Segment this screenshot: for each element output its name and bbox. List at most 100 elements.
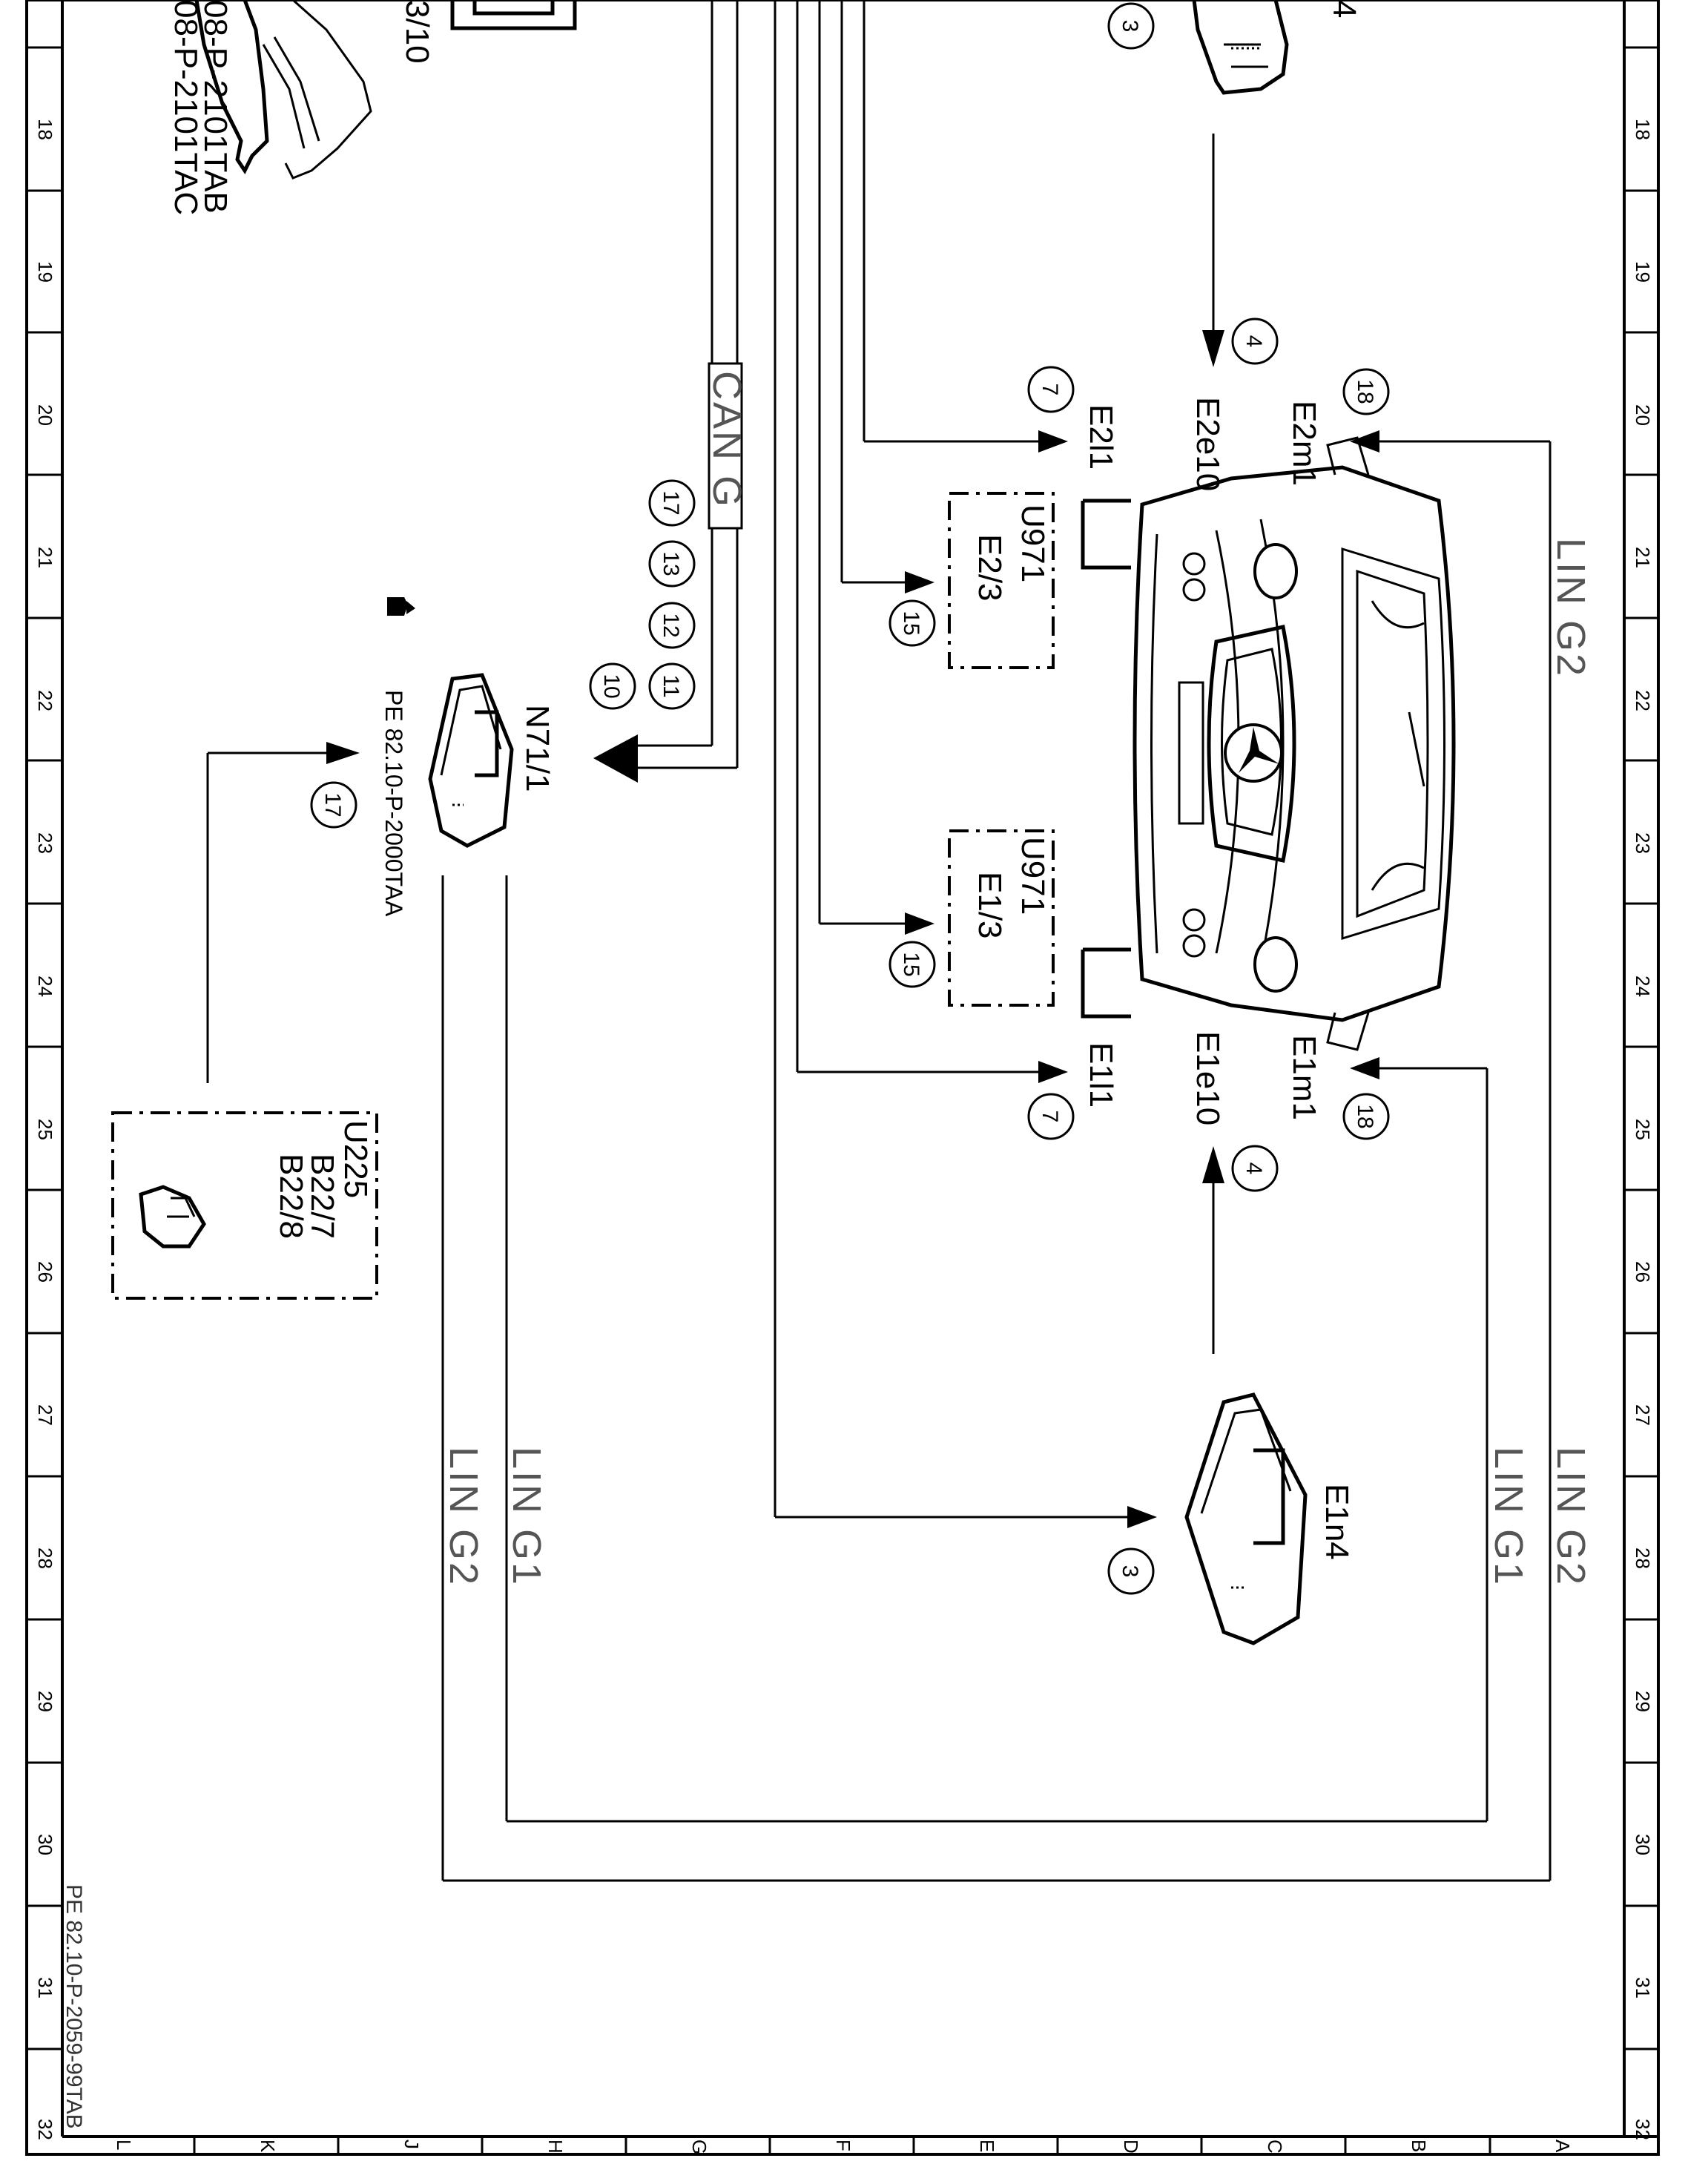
callout-18-top: 18 — [1342, 368, 1390, 415]
svg-text:4: 4 — [1242, 335, 1266, 348]
row-label: 30 — [34, 1834, 56, 1855]
column-label: G — [688, 2139, 711, 2154]
svg-text:7: 7 — [1038, 384, 1062, 396]
row-label: 27 — [1632, 1404, 1654, 1426]
lin-g1-right-label: LIN G1 — [1486, 1447, 1531, 1587]
callout-18-bottom: 18 — [1342, 1093, 1390, 1140]
u971-e2-3-group: U971 E2/3 — [948, 492, 1055, 669]
row-label: 29 — [34, 1691, 56, 1712]
row-label: 28 — [1632, 1547, 1654, 1569]
e2-3-label: E2/3 — [972, 534, 1008, 602]
row-label: 20 — [34, 404, 56, 426]
row-label: 30 — [1632, 1834, 1654, 1855]
row-label: 27 — [34, 1404, 56, 1426]
column-label: H — [544, 2139, 567, 2154]
lin-g2-right-label: LIN G2 — [1549, 538, 1593, 678]
e2e10-arrow — [1202, 134, 1224, 367]
svg-text:4: 4 — [1242, 1162, 1266, 1175]
row-label: 32 — [34, 2119, 56, 2140]
u225-label: U225 — [337, 1120, 374, 1198]
row-label: 23 — [1632, 832, 1654, 854]
svg-text:10: 10 — [599, 674, 624, 698]
row-label: 22 — [34, 690, 56, 711]
lin-g1-left-label: LIN G1 — [504, 1447, 549, 1587]
signal-lines — [774, 0, 1157, 1528]
column-label: J — [400, 2139, 423, 2149]
vehicle-front-view — [1081, 436, 1456, 1051]
row-label: 21 — [34, 547, 56, 568]
callout-12: 12 — [648, 602, 696, 649]
hand-pointer-icon — [387, 597, 415, 616]
callout-7-top: 7 — [1027, 366, 1075, 413]
column-label: A — [1552, 2139, 1574, 2153]
svg-text:15: 15 — [899, 952, 923, 976]
e2n4-label: 4 — [1326, 0, 1362, 18]
document-reference: PE 82.10-P-2059-99TAB — [62, 1884, 86, 2129]
callout-3-top: 3 — [1107, 2, 1155, 50]
callout-7-bottom: 7 — [1027, 1093, 1075, 1140]
svg-text:3: 3 — [1118, 20, 1142, 33]
e1e10-label: E1e10 — [1190, 1031, 1226, 1125]
callout-17-u225: 17 — [310, 781, 357, 829]
n71-1-reference: PE 82.10-P-2000TAA — [380, 690, 407, 917]
callout-15-bottom: 15 — [888, 941, 936, 988]
svg-text:12: 12 — [659, 613, 683, 637]
e1-3-label: E1/3 — [972, 872, 1008, 939]
callout-13: 13 — [648, 540, 696, 588]
lin-buses: LIN G2 LIN G1 LIN G2 LIN G1 LIN G2 — [441, 430, 1593, 1882]
module-code-3: 3/10 — [399, 0, 435, 64]
row-label: 25 — [34, 1119, 56, 1140]
row-label: 19 — [34, 261, 56, 283]
n71-1-label: N71/1 — [519, 705, 555, 792]
row-label: 19 — [1632, 261, 1654, 283]
callout-4-bottom: 4 — [1231, 1145, 1279, 1192]
e2e10-label: E2e10 — [1190, 397, 1226, 491]
svg-text:17: 17 — [320, 792, 345, 817]
callout-10: 10 — [589, 662, 636, 710]
column-label: E — [976, 2139, 998, 2152]
module-code-1: 08-P-2101TAB — [197, 0, 234, 214]
module-code-2: 08-P-2101TAC — [168, 0, 204, 215]
svg-text:11: 11 — [659, 674, 683, 697]
row-label: 21 — [1632, 547, 1654, 568]
svg-text:15: 15 — [899, 611, 923, 635]
row-label: 29 — [1632, 1691, 1654, 1712]
callout-3-bottom: 3 — [1107, 1547, 1155, 1595]
svg-text:18: 18 — [1353, 379, 1377, 404]
row-label: 20 — [1632, 404, 1654, 426]
row-grid-ticks — [27, 46, 1658, 2050]
e1e10-arrow — [1202, 1146, 1224, 1354]
row-labels-right: 18 19 20 21 22 23 24 25 26 27 28 29 30 3… — [1632, 119, 1654, 2140]
svg-text:7: 7 — [1038, 1111, 1062, 1123]
svg-text:13: 13 — [659, 551, 683, 576]
row-label: 24 — [1632, 976, 1654, 997]
column-grid: A B C D E F G H J K L — [113, 2137, 1574, 2154]
u225-group: U225 B22/7 B22/8 — [111, 742, 378, 1300]
e1n4-label: E1n4 — [1319, 1484, 1355, 1560]
row-label: 28 — [34, 1547, 56, 1569]
n71-1-module: N71/1 PE 82.10-P-2000TAA — [380, 597, 555, 917]
vehicle-component-labels: E2l1 E2e10 E2m1 E1l1 E1e10 E1m1 — [1083, 397, 1322, 1125]
lin-g2-right-lower-label: LIN G2 — [1549, 1447, 1593, 1587]
column-label: D — [1120, 2139, 1142, 2154]
can-g-bus: CAN G — [593, 0, 749, 783]
column-label: F — [832, 2139, 854, 2151]
callout-17-can: 17 — [648, 479, 696, 527]
column-label: C — [1264, 2139, 1286, 2154]
e2n4-module: 4 — [1192, 0, 1362, 95]
row-label: 32 — [1632, 2119, 1654, 2140]
lin-g2-left-label: LIN G2 — [441, 1447, 486, 1587]
can-g-label: CAN G — [705, 371, 749, 509]
row-label: 26 — [1632, 1261, 1654, 1283]
row-label: 25 — [1632, 1119, 1654, 1140]
row-label: 26 — [34, 1261, 56, 1283]
row-label: 31 — [1632, 1977, 1654, 1999]
row-label: 23 — [34, 832, 56, 854]
row-label: 18 — [1632, 119, 1654, 140]
row-label: 31 — [34, 1977, 56, 1999]
u971-e1-3-group: U971 E1/3 — [948, 829, 1055, 1007]
drawing-frame — [25, 0, 1660, 2156]
column-label: L — [113, 2139, 135, 2150]
e2m1-label: E2m1 — [1286, 401, 1322, 486]
